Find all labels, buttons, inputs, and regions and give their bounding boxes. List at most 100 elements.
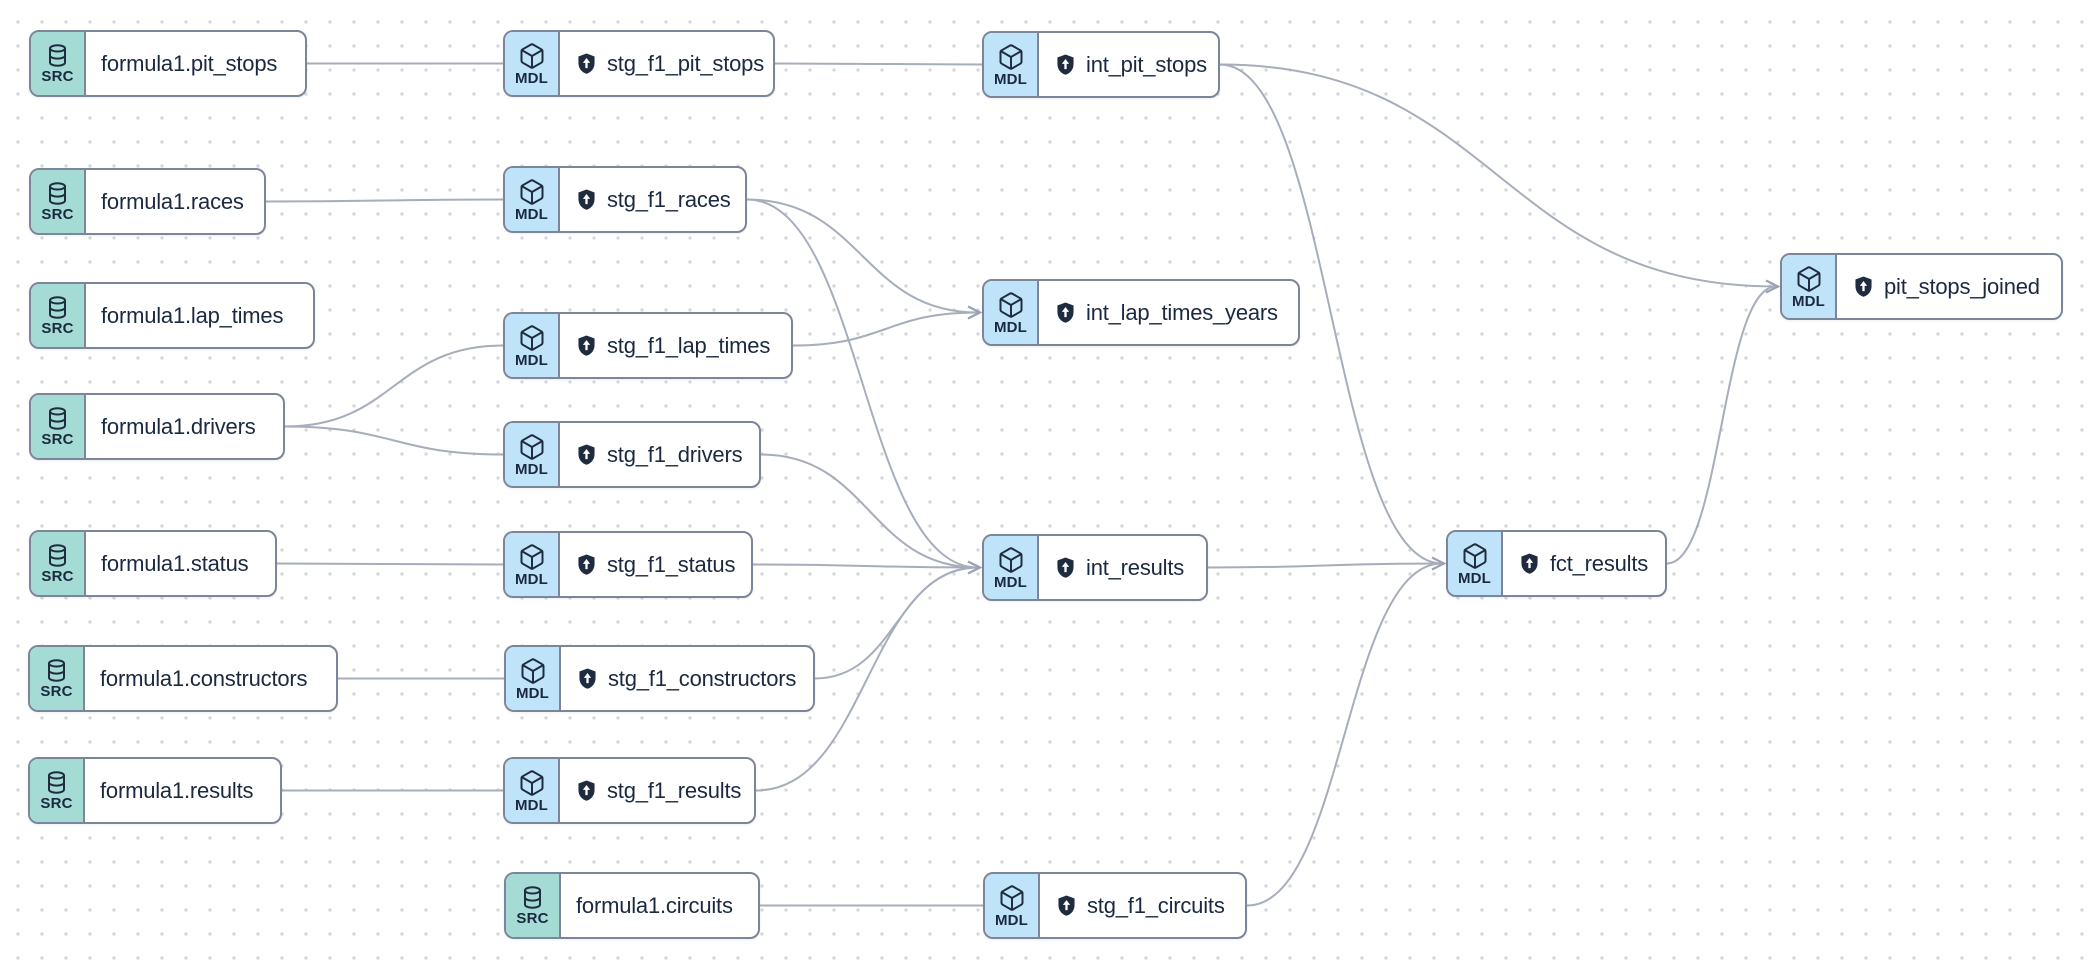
model-type-badge: MDL [984, 33, 1039, 96]
node-label: stg_f1_constructors [608, 665, 797, 691]
badge-label: MDL [514, 351, 549, 369]
badge-label: MDL [514, 205, 549, 223]
shield-icon [575, 779, 598, 802]
edge-stg_f1_results-to-int_results [755, 566, 979, 792]
node-label: formula1.lap_times [101, 302, 284, 328]
cube-icon [520, 769, 543, 796]
shield-icon [1055, 894, 1078, 917]
node-label-area: formula1.constructors [85, 647, 336, 710]
badge-label: SRC [41, 431, 74, 448]
node-formula1.status[interactable]: SRC formula1.status [29, 530, 277, 597]
edge-stg_f1_circuits-to-fct_results [1246, 562, 1443, 907]
node-label: int_lap_times_years [1086, 299, 1278, 325]
shield-icon [575, 443, 598, 466]
node-label-area: formula1.status [86, 532, 275, 595]
cube-icon [1797, 265, 1820, 292]
node-stg_f1_races[interactable]: MDL stg_f1_races [503, 166, 747, 233]
badge-label: MDL [514, 69, 549, 87]
edge-stg_f1_status-to-int_results [752, 563, 979, 569]
database-icon [49, 544, 66, 567]
source-type-badge: SRC [30, 759, 85, 822]
cube-icon [999, 291, 1022, 318]
badge-label: MDL [1791, 292, 1826, 310]
node-label: stg_f1_status [607, 551, 736, 577]
node-label-area: stg_f1_circuits [1040, 874, 1245, 937]
node-label: stg_f1_results [607, 777, 742, 803]
node-label: stg_f1_circuits [1087, 892, 1225, 918]
model-type-badge: MDL [505, 423, 560, 486]
node-formula1.drivers[interactable]: SRC formula1.drivers [29, 393, 285, 460]
badge-label: MDL [993, 70, 1028, 88]
node-formula1.constructors[interactable]: SRC formula1.constructors [28, 645, 338, 712]
badge-label: SRC [41, 206, 74, 223]
edge-formula1.status-to-stg_f1_status [276, 562, 504, 566]
cube-icon [1463, 542, 1486, 569]
badge-label: MDL [515, 684, 550, 702]
model-type-badge: MDL [505, 168, 560, 231]
edge-int_pit_stops-to-fct_results [1219, 63, 1443, 565]
edge-stg_f1_lap_times-to-int_lap_times_years [792, 311, 979, 347]
node-label: formula1.status [101, 550, 249, 576]
edge-fct_results-to-pit_stops_joined [1666, 285, 1777, 565]
model-type-badge: MDL [985, 874, 1040, 937]
node-label: formula1.circuits [576, 892, 733, 918]
badge-label: SRC [41, 568, 74, 585]
node-label: stg_f1_lap_times [607, 332, 771, 358]
node-label: int_pit_stops [1086, 51, 1207, 77]
source-type-badge: SRC [30, 647, 85, 710]
shield-icon [1054, 556, 1077, 579]
edge-stg_f1_pit_stops-to-int_pit_stops [774, 62, 983, 66]
node-label-area: int_pit_stops [1039, 33, 1218, 96]
node-int_pit_stops[interactable]: MDL int_pit_stops [982, 31, 1220, 98]
node-stg_f1_lap_times[interactable]: MDL stg_f1_lap_times [503, 312, 793, 379]
badge-label: SRC [40, 795, 73, 812]
node-label-area: formula1.pit_stops [86, 32, 305, 95]
badge-label: MDL [993, 573, 1028, 591]
cube-icon [520, 178, 543, 205]
shield-icon [576, 667, 599, 690]
database-icon [49, 182, 66, 205]
node-label: stg_f1_races [607, 186, 731, 212]
source-type-badge: SRC [31, 532, 86, 595]
node-formula1.pit_stops[interactable]: SRC formula1.pit_stops [29, 30, 307, 97]
badge-label: SRC [41, 68, 74, 85]
database-icon [48, 659, 65, 682]
shield-icon [1518, 552, 1541, 575]
cube-icon [520, 543, 543, 570]
database-icon [49, 296, 66, 319]
node-formula1.results[interactable]: SRC formula1.results [28, 757, 282, 824]
node-label-area: formula1.drivers [86, 395, 283, 458]
node-label-area: formula1.results [85, 759, 280, 822]
edge-formula1.drivers-to-stg_f1_drivers [284, 425, 504, 456]
node-stg_f1_circuits[interactable]: MDL stg_f1_circuits [983, 872, 1247, 939]
node-label-area: stg_f1_constructors [561, 647, 813, 710]
edge-formula1.races-to-stg_f1_races [265, 198, 504, 203]
node-label-area: stg_f1_races [560, 168, 745, 231]
edge-arrowhead [1765, 279, 1781, 294]
cube-icon [520, 433, 543, 460]
badge-label: MDL [514, 460, 549, 478]
model-type-badge: MDL [505, 314, 560, 377]
edge-int_results-to-fct_results [1207, 562, 1443, 569]
source-type-badge: SRC [31, 170, 86, 233]
node-label-area: stg_f1_status [560, 533, 751, 596]
shield-icon [1054, 301, 1077, 324]
shield-icon [575, 52, 598, 75]
edge-formula1.drivers-to-stg_f1_lap_times [284, 344, 504, 428]
node-label: formula1.constructors [100, 665, 308, 691]
badge-label: SRC [40, 683, 73, 700]
node-stg_f1_constructors[interactable]: MDL stg_f1_constructors [504, 645, 815, 712]
